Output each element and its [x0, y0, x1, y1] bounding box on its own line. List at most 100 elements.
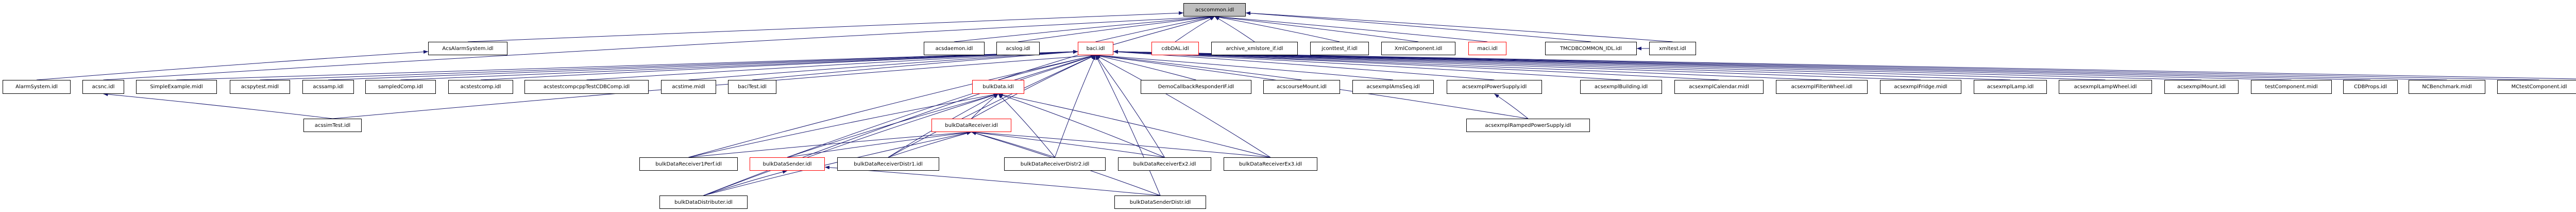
graph-node-ex3[interactable]: bulkDataReceiverEx3.idl	[1224, 157, 1317, 171]
graph-node-bulkdatareceiver[interactable]: bulkDataReceiver.idl	[931, 119, 1011, 132]
edge-amsseq-to-baci	[1095, 54, 1394, 80]
graph-node-powersupply[interactable]: acsexmplPowerSupply.idl	[1447, 80, 1542, 94]
graph-node-acsnc[interactable]: acsnc.idl	[82, 80, 124, 94]
graph-node-bulkdatasender[interactable]: bulkDataSender.idl	[750, 157, 825, 171]
edge-ex3-to-bulkdata	[998, 93, 1271, 158]
graph-node-rampedpowersupply[interactable]: acsexmplRampedPowerSupply.idl	[1466, 119, 1590, 132]
graph-node-tmcdbcommon[interactable]: TMCDBCOMMON_IDL.idl	[1545, 42, 1637, 55]
graph-node-maci[interactable]: maci.idl	[1468, 42, 1506, 55]
edge-ex3-to-bulkdatareceiver	[971, 131, 1271, 158]
graph-node-cdbdal[interactable]: cdbDAL.idl	[1151, 42, 1199, 55]
graph-node-distr1[interactable]: bulkDataReceiverDistr1.idl	[837, 157, 939, 171]
edge-receiver1perf-to-bulkdata	[688, 93, 998, 158]
edge-distributer-to-bulkdata	[703, 93, 998, 196]
graph-node-ex2[interactable]: bulkDataReceiverEx2.idl	[1118, 157, 1211, 171]
edge-alarmsystem-to-acsalarmsystem	[36, 50, 429, 80]
graph-node-acsalarmsystem[interactable]: AcsAlarmSystem.idl	[428, 42, 507, 55]
edge-tmcdbcommon-to-acscommon	[1245, 11, 1591, 42]
edge-senderdistr-to-baci	[1095, 55, 1161, 196]
edge-distributer-to-baci	[703, 55, 1096, 196]
graph-node-acstime[interactable]: acstime.midl	[661, 80, 716, 94]
edge-distr2-to-bulkdata	[998, 93, 1055, 158]
edge-bacitest-to-baci	[752, 50, 1078, 80]
edge-ex2-to-baci	[1095, 55, 1165, 158]
edge-xmlcomponent-to-acscommon	[1214, 15, 1419, 42]
graph-node-acssimtest[interactable]: acssimTest.idl	[303, 119, 362, 132]
edge-senderdistr-to-bulkdatasender	[824, 166, 1161, 196]
edge-baci-to-acscommon	[1095, 15, 1215, 42]
graph-node-testcomponent[interactable]: testComponent.midl	[2251, 80, 2332, 94]
graph-node-mount[interactable]: acsexmplMount.idl	[2164, 80, 2239, 94]
edge-bulkdatareceiver-to-baci	[971, 55, 1096, 119]
edge-mctestcomponent-to-baci	[1113, 50, 2539, 80]
edge-receiver1perf-to-bulkdatareceiver	[688, 131, 972, 158]
graph-node-bulkdata[interactable]: bulkData.idl	[972, 80, 1024, 94]
edge-bulkdatasender-to-bulkdatareceiver	[787, 131, 972, 158]
graph-node-distr2[interactable]: bulkDataReceiverDistr2.idl	[1004, 157, 1106, 171]
graph-node-xmlcomponent[interactable]: XmlComponent.idl	[1381, 42, 1455, 55]
graph-node-fridge[interactable]: acsexmplFridge.midl	[1880, 80, 1961, 94]
graph-node-filterwheel[interactable]: acsexmplFilterWheel.idl	[1776, 80, 1868, 94]
graph-node-acstestcomp[interactable]: acstestcomp.idl	[448, 80, 513, 94]
edge-receiver1perf-to-baci	[688, 54, 1096, 158]
edge-filterwheel-to-baci	[1113, 50, 1822, 80]
edge-distr1-to-baci	[888, 55, 1096, 158]
graph-node-receiver1perf[interactable]: bulkDataReceiver1Perf.idl	[639, 157, 738, 171]
graph-node-acsdaemon[interactable]: acsdaemon.idl	[924, 42, 985, 55]
edge-ex2-to-bulkdata	[998, 93, 1165, 158]
graph-node-senderdistr[interactable]: bulkDataSenderDistr.idl	[1114, 195, 1206, 209]
graph-node-lamp[interactable]: acsexmplLamp.idl	[1974, 80, 2047, 94]
edge-fridge-to-baci	[1113, 50, 1921, 80]
edge-monitorcollector-to-baci	[1113, 50, 2576, 79]
edge-ex2-to-bulkdatareceiver	[971, 131, 1165, 158]
edge-acstestcompcpp-to-baci	[586, 50, 1078, 80]
edge-democallback-to-baci	[1095, 54, 1196, 80]
graph-node-baci[interactable]: baci.idl	[1078, 42, 1113, 55]
edge-distr2-to-bulkdatareceiver	[971, 131, 1055, 158]
graph-node-democallback[interactable]: DemoCallbackResponderIF.idl	[1141, 80, 1251, 94]
graph-node-mctestcomponent[interactable]: MCtestComponent.idl	[2497, 80, 2576, 94]
edge-rampedpowersupply-to-powersupply	[1494, 93, 1529, 119]
edge-building-to-baci	[1113, 50, 1621, 80]
edge-acssimtest-to-acsnc	[103, 92, 333, 119]
edge-mount-to-baci	[1113, 50, 2202, 80]
graph-node-acssamp[interactable]: acssamp.idl	[302, 80, 354, 94]
graph-node-acscoursemount[interactable]: acscourseMount.idl	[1263, 80, 1340, 94]
edge-acslog-to-acscommon	[1018, 15, 1215, 42]
graph-node-acslog[interactable]: acslog.idl	[996, 42, 1040, 55]
graph-node-jconttest[interactable]: jconttest_if.idl	[1310, 42, 1369, 55]
graph-node-bacitest[interactable]: baciTest.idl	[728, 80, 776, 94]
edge-testcomponent-to-baci	[1113, 50, 2292, 80]
edge-distr2-to-baci	[1055, 55, 1096, 158]
edge-xmltest-to-acscommon	[1245, 11, 1673, 42]
graph-node-alarmsystem[interactable]: AlarmSystem.idl	[3, 80, 71, 94]
graph-node-calendar[interactable]: acsexmplCalendar.midl	[1674, 80, 1764, 94]
edge-acssamp-to-baci	[328, 50, 1078, 80]
graph-node-xmltest[interactable]: xmltest.idl	[1649, 42, 1696, 55]
graph-node-amsseq[interactable]: acsexmplAmsSeq.idl	[1352, 80, 1434, 94]
edge-calendar-to-baci	[1113, 50, 1719, 80]
graph-node-archive[interactable]: archive_xmlstore_if.idl	[1211, 42, 1298, 55]
edge-acsnc-to-acscommon	[103, 14, 1215, 80]
edge-acsdaemon-to-acscommon	[954, 15, 1215, 42]
edge-acstime-to-baci	[688, 50, 1078, 80]
graph-node-ncbenchmark[interactable]: NCBenchmark.midl	[2409, 80, 2485, 94]
graph-node-lampwheel[interactable]: acsexmplLampWheel.idl	[2059, 80, 2152, 94]
graph-node-cdbprops[interactable]: CDBProps.idl	[2343, 80, 2398, 94]
edge-acstestcomp-to-baci	[480, 50, 1078, 80]
edge-jconttest-to-acscommon	[1214, 15, 1340, 42]
edge-distr1-to-bulkdatareceiver	[888, 131, 972, 158]
edge-distributer-to-bulkdatasender	[703, 170, 788, 196]
graph-node-acstestcompcpp[interactable]: acstestcompcppTestCDBComp.idl	[524, 80, 649, 94]
edge-powersupply-to-baci	[1113, 50, 1495, 80]
graph-node-sampledcomp[interactable]: sampledComp.idl	[365, 80, 436, 94]
graph-node-distributer[interactable]: bulkDataDistributer.idl	[659, 195, 748, 209]
graph-node-acscommon[interactable]: acscommon.idl	[1183, 3, 1246, 17]
graph-node-building[interactable]: acsexmplBuilding.idl	[1580, 80, 1662, 94]
graph-node-simpleexample[interactable]: SimpleExample.midl	[136, 80, 217, 94]
edge-acscoursemount-to-baci	[1095, 54, 1302, 80]
graph-node-acspytest[interactable]: acspytest.midl	[230, 80, 290, 94]
edge-bulkdatasender-to-baci	[787, 55, 1096, 158]
